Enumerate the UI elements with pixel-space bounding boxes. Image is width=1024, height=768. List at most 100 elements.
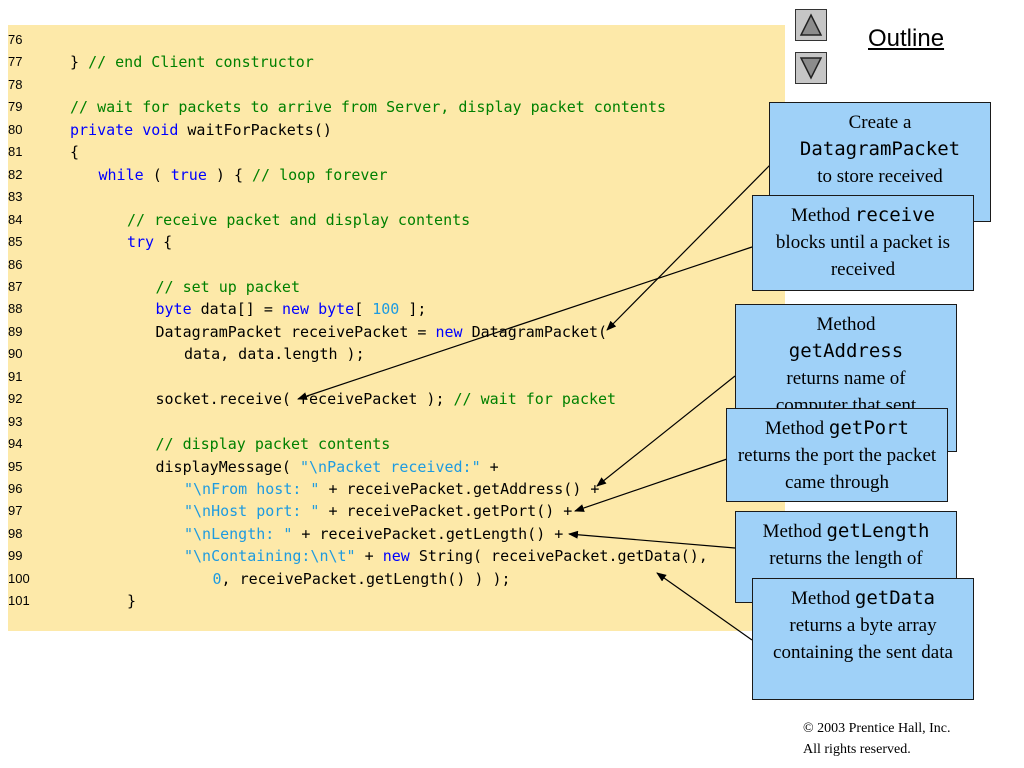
code-text: displayMessage( "\nPacket received:" + — [156, 456, 499, 478]
line-number: 95 — [8, 458, 23, 474]
line-number: 100 — [8, 570, 30, 586]
code-token: new — [382, 547, 419, 566]
code-token: while — [98, 165, 153, 184]
code-text: data, data.length ); — [184, 343, 365, 365]
code-token: data[] = — [200, 300, 282, 319]
code-token: byte — [318, 300, 355, 319]
code-token: + — [480, 457, 499, 476]
line-number: 98 — [8, 525, 23, 541]
code-token: data, data.length ); — [184, 345, 365, 364]
code-token: new — [435, 322, 472, 341]
line-number: 79 — [8, 99, 23, 115]
line-number: 94 — [8, 436, 23, 452]
code-text: "\nFrom host: " + receivePacket.getAddre… — [184, 478, 599, 500]
code-token: // set up packet — [155, 277, 301, 296]
code-text: // wait for packets to arrive from Serve… — [70, 96, 666, 118]
code-text: byte data[] = new byte[ 100 ]; — [156, 298, 427, 320]
arrow-to-getport — [574, 458, 728, 512]
code-token: socket.receive( receivePacket ); — [155, 390, 454, 409]
line-number: 84 — [8, 211, 23, 227]
code-token: private — [70, 120, 143, 139]
code-token: { — [70, 143, 80, 162]
code-text: // set up packet — [156, 276, 301, 298]
code-token: [ — [354, 300, 373, 319]
code-text: 0, receivePacket.getLength() ) ); — [213, 568, 511, 590]
callout-getdata: Method getData returns a byte array cont… — [752, 578, 974, 700]
previous-slide-button[interactable] — [795, 9, 827, 41]
code-token: waitForPackets() — [187, 120, 332, 139]
code-token: 100 — [372, 300, 400, 319]
line-number: 97 — [8, 503, 23, 519]
line-number: 91 — [8, 368, 23, 384]
arrow-to-getaddress — [596, 375, 736, 487]
arrow-to-datagrampacket — [606, 164, 771, 331]
code-text: "\nLength: " + receivePacket.getLength()… — [184, 523, 563, 545]
code-token: + receivePacket.getAddress() + — [319, 480, 600, 498]
code-token: ]; — [399, 300, 427, 319]
code-token: + receivePacket.getPort() + — [319, 502, 573, 521]
code-token: , receivePacket.getLength() ) ); — [221, 569, 511, 588]
code-token: byte — [155, 300, 201, 319]
code-text: private void waitForPackets() — [70, 119, 332, 141]
code-token: "\nFrom host: " — [184, 480, 320, 498]
line-number: 96 — [8, 481, 23, 496]
code-token: new — [281, 300, 319, 319]
outline-link[interactable]: Outline — [868, 25, 945, 52]
line-number: 76 — [8, 32, 23, 47]
callout-receive: Method receive blocks until a packet is … — [752, 195, 974, 291]
arrow-to-getlength — [568, 530, 736, 549]
triangle-up-icon — [799, 13, 823, 36]
code-token: "\nPacket received:" — [300, 457, 481, 476]
code-token: } — [127, 592, 137, 611]
line-number: 99 — [8, 548, 23, 564]
line-number: 83 — [8, 189, 23, 205]
copyright-notice: © 2003 Prentice Hall, Inc. All rights re… — [803, 721, 951, 757]
triangle-down-icon — [799, 57, 823, 80]
line-number: 80 — [8, 121, 23, 137]
code-token: // end Client constructor — [88, 53, 314, 72]
code-text: "\nHost port: " + receivePacket.getPort(… — [184, 500, 572, 522]
code-text: while ( true ) { // loop forever — [99, 164, 388, 186]
line-number: 92 — [8, 391, 23, 407]
code-token: try — [127, 233, 164, 252]
line-number: 89 — [8, 323, 23, 339]
code-text: // display packet contents — [156, 433, 391, 455]
code-token: "\nLength: " — [184, 524, 293, 543]
code-token: // wait for packet — [453, 390, 617, 409]
code-token: // receive packet and display contents — [127, 210, 471, 229]
code-token: true — [170, 165, 207, 184]
code-token: // display packet contents — [155, 435, 391, 454]
code-token: + receivePacket.getLength() + — [292, 524, 564, 543]
code-text: // receive packet and display contents — [127, 209, 470, 231]
code-text: { — [70, 141, 79, 163]
line-number: 81 — [8, 144, 23, 160]
line-number: 87 — [8, 278, 23, 294]
code-token: void — [142, 120, 188, 139]
code-text: "\nContaining:\n\t" + new String( receiv… — [184, 545, 708, 567]
code-token: ( — [152, 165, 171, 184]
callout-getport: Method getPort returns the port the pack… — [726, 408, 948, 502]
code-token: + — [355, 547, 383, 566]
code-token: DatagramPacket receivePacket = — [155, 322, 436, 341]
code-token: String( receivePacket.getData(), — [418, 547, 708, 566]
code-token: ) { — [206, 165, 253, 184]
line-number: 85 — [8, 234, 23, 250]
arrow-to-receive — [297, 246, 753, 400]
line-number: 101 — [8, 593, 30, 609]
next-slide-button[interactable] — [795, 52, 827, 84]
code-token: // loop forever — [252, 165, 388, 184]
code-token: "\nHost port: " — [184, 502, 320, 521]
line-number: 82 — [8, 166, 23, 182]
code-token: { — [163, 233, 173, 252]
code-text: } — [127, 590, 136, 612]
line-number: 93 — [8, 413, 23, 429]
code-token: displayMessage( — [155, 457, 300, 476]
arrow-to-getdata — [656, 572, 753, 641]
code-token: // wait for packets to arrive from Serve… — [70, 98, 667, 117]
code-text: DatagramPacket receivePacket = new Datag… — [156, 321, 608, 343]
line-number: 78 — [8, 76, 23, 92]
line-number: 86 — [8, 256, 23, 272]
line-number: 88 — [8, 301, 23, 317]
